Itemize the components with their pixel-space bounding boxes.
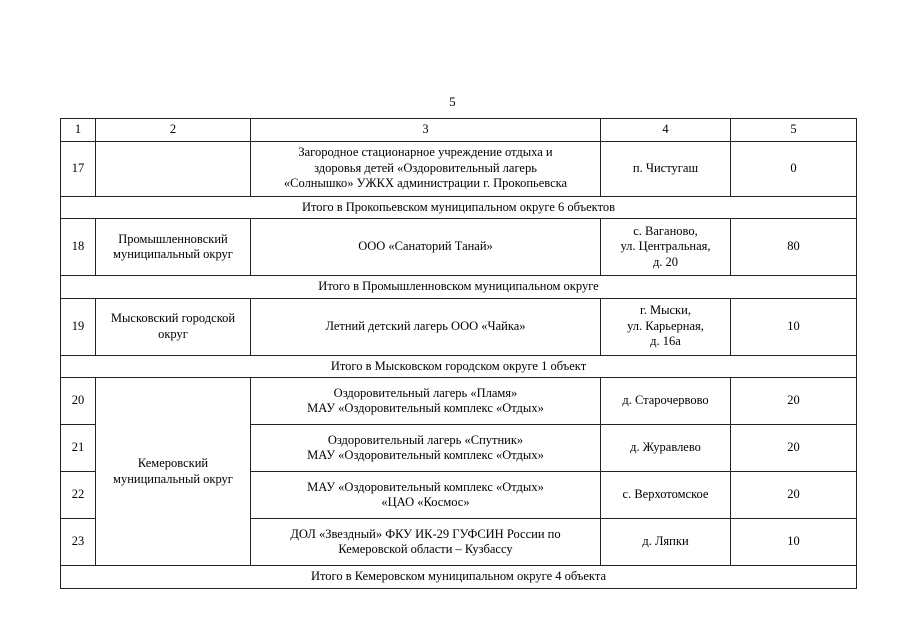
row-19-address-line-2: ул. Карьерная, [627,318,704,333]
row-19-name: Летний детский лагерь ООО «Чайка» [250,297,601,356]
row-18-region: Промышленновский муниципальный округ [95,218,251,276]
row-17-address: п. Чистугаш [600,140,731,197]
row-number-17: 17 [60,140,96,197]
row-17-count: 0 [730,140,857,197]
total-row: Итого в Прокопьевском муниципальном окру… [60,195,857,219]
table-row: 21 Оздоровительный лагерь «Спутник» МАУ … [60,424,857,472]
total-kemerovsky: Итого в Кемеровском муниципальном округе… [60,565,857,589]
total-row: Итого в Мысковском городском округе 1 об… [60,354,857,378]
kemerovsky-region-line-2: муниципальный округ [113,471,233,486]
total-myskovsky: Итого в Мысковском городском округе 1 об… [60,354,857,378]
row-18-region-line-2: муниципальный округ [113,247,233,261]
column-header-2: 2 [95,118,251,142]
table-row: 20 Кемеровский муниципальный округ Оздор… [60,377,857,566]
row-19-region: Мысковский городской округ [95,297,251,356]
row-23-address: д. Ляпки [600,518,731,566]
row-20-address: д. Старочервово [600,377,731,425]
row-22-address: с. Верхотомское [600,471,731,519]
row-20-name-line-1: Оздоровительный лагерь «Пламя» [333,385,518,400]
table-row: 19 Мысковский городской округ Летний дет… [60,297,857,356]
row-number-19: 19 [60,297,96,356]
row-19-address-line-3: д. 16а [650,334,681,349]
row-20-name: Оздоровительный лагерь «Пламя» МАУ «Оздо… [250,377,601,425]
row-number-20: 20 [60,377,96,425]
table-row: 18 Промышленновский муниципальный округ … [60,218,857,276]
column-header-5: 5 [730,118,857,142]
table-row: 23 ДОЛ «Звездный» ФКУ ИК-29 ГУФСИН Росси… [60,518,857,566]
row-17-region [95,140,251,197]
row-21-name: Оздоровительный лагерь «Спутник» МАУ «Оз… [250,424,601,472]
kemerovsky-region-line-1: Кемеровский [137,456,209,470]
column-header-3: 3 [250,118,601,142]
row-21-name-line-2: МАУ «Оздоровительный комплекс «Отдых» [307,448,544,462]
table-header-row: 1 2 3 4 5 [60,118,857,142]
row-17-name-line-2: здоровья детей «Оздоровительный лагерь [314,160,537,175]
row-19-region-line-2: округ [158,326,188,341]
row-19-region-line-1: Мысковский городской [110,311,236,325]
row-number-18: 18 [60,218,96,276]
table-row: 22 МАУ «Оздоровительный комплекс «Отдых»… [60,471,857,519]
page-number: 5 [449,94,456,109]
row-23-name: ДОЛ «Звездный» ФКУ ИК-29 ГУФСИН России п… [250,518,601,566]
row-17-name: Загородное стационарное учреждение отдых… [250,140,601,197]
row-19-address: г. Мыски, ул. Карьерная, д. 16а [600,297,731,356]
row-22-name: МАУ «Оздоровительный комплекс «Отдых» «Ц… [250,471,601,519]
column-header-4: 4 [600,118,731,142]
row-number-21: 21 [60,424,96,472]
camps-table-container: 1 2 3 4 5 17 Загородное стационарное учр… [60,118,857,589]
row-19-address-line-1: г. Мыски, [640,303,691,318]
total-row: Итого в Кемеровском муниципальном округе… [60,565,857,589]
row-18-count: 80 [730,218,857,276]
row-17-name-line-3: «Солнышко» УЖКХ администрации г. Прокопь… [283,176,568,191]
row-19-count: 10 [730,297,857,356]
row-18-name: ООО «Санаторий Танай» [250,218,601,276]
row-number-22: 22 [60,471,96,519]
row-18-region-line-1: Промышленновский [118,231,228,246]
row-22-count: 20 [730,471,857,519]
row-22-name-line-2: «ЦАО «Космос» [381,495,470,509]
row-18-address: с. Ваганово, ул. Центральная, д. 20 [600,218,731,276]
row-18-address-line-1: с. Ваганово, [633,223,698,238]
total-promyshlennovsky: Итого в Промышленновском муниципальном о… [60,275,857,299]
row-17-name-line-1: Загородное стационарное учреждение отдых… [298,145,553,160]
row-number-23: 23 [60,518,96,566]
row-22-name-line-1: МАУ «Оздоровительный комплекс «Отдых» [307,479,544,494]
row-20-count: 20 [730,377,857,425]
row-21-address: д. Журавлево [600,424,731,472]
camps-table: 1 2 3 4 5 17 Загородное стационарное учр… [60,118,857,589]
row-20-name-line-2: МАУ «Оздоровительный комплекс «Отдых» [307,401,544,415]
row-21-name-line-1: Оздоровительный лагерь «Спутник» [327,432,524,447]
row-23-count: 10 [730,518,857,566]
total-row: Итого в Промышленновском муниципальном о… [60,275,857,299]
column-header-1: 1 [60,118,96,142]
row-18-address-line-2: ул. Центральная, [620,239,711,254]
row-23-name-line-1: ДОЛ «Звездный» ФКУ ИК-29 ГУФСИН России п… [290,526,561,541]
row-20-23-region-kemerovsky: Кемеровский муниципальный округ [95,377,251,566]
row-21-count: 20 [730,424,857,472]
row-23-name-line-2: Кемеровской области – Кузбассу [338,542,513,556]
table-row: 17 Загородное стационарное учреждение от… [60,140,857,197]
total-prokopyevsk: Итого в Прокопьевском муниципальном окру… [60,195,857,219]
row-18-address-line-3: д. 20 [652,254,679,269]
